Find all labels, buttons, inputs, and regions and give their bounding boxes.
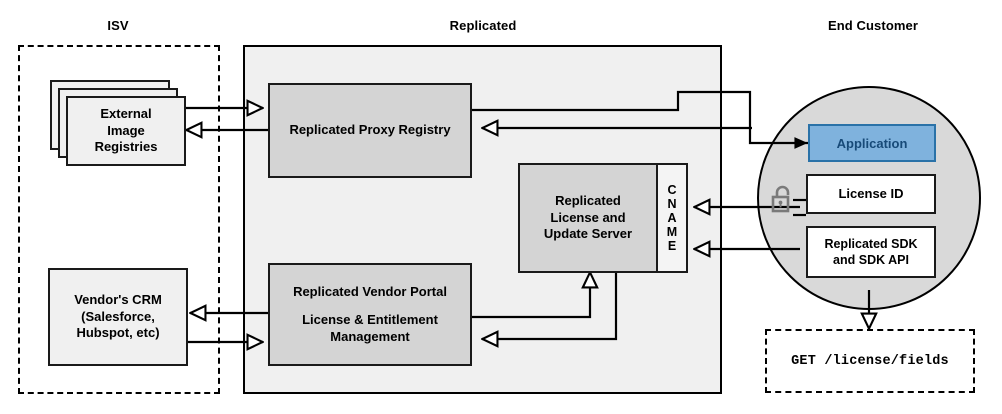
- vendors-crm-line-1: Vendor's CRM: [74, 292, 162, 308]
- external-image-registries-line-1: External: [100, 106, 152, 122]
- proxy-registry-label: Replicated Proxy Registry: [289, 122, 451, 138]
- license-id-label: License ID: [838, 185, 904, 201]
- license-server-line-3: Update Server: [543, 226, 633, 242]
- node-application[interactable]: Application: [808, 124, 936, 162]
- vendors-crm-line-2: (Salesforce,: [81, 308, 155, 324]
- vendor-portal-line-3: Management: [330, 328, 410, 344]
- license-server-line-2: License and: [550, 209, 626, 225]
- cname-letter-a: A: [667, 210, 677, 225]
- cname-letter-n: N: [667, 196, 677, 211]
- node-replicated-sdk[interactable]: Replicated SDK and SDK API: [806, 226, 936, 278]
- node-external-image-registries[interactable]: External Image Registries: [66, 96, 186, 166]
- application-label: Application: [836, 135, 908, 151]
- license-fields-request-text: GET /license/fields: [791, 353, 949, 369]
- replicated-sdk-line-1: Replicated SDK: [824, 237, 918, 251]
- node-license-id[interactable]: License ID: [806, 174, 936, 214]
- isv-boundary: [18, 45, 220, 394]
- external-image-registries-line-2: Image: [107, 122, 145, 138]
- external-image-registries-line-3: Registries: [94, 139, 158, 155]
- zone-label-isv: ISV: [107, 18, 129, 33]
- cname-letter-m: M: [666, 225, 678, 240]
- node-replicated-proxy-registry[interactable]: Replicated Proxy Registry: [268, 83, 472, 178]
- vendor-portal-title: Replicated Vendor Portal: [293, 283, 447, 299]
- license-server-line-1: Replicated: [555, 193, 621, 209]
- zone-label-end-customer: End Customer: [827, 18, 919, 33]
- zone-label-replicated: Replicated: [449, 18, 517, 33]
- cname-letter-e: E: [667, 239, 677, 254]
- vendor-portal-line-2: License & Entitlement: [302, 312, 438, 328]
- cname-sidebar[interactable]: C N A M E: [656, 163, 688, 273]
- license-fields-request-box[interactable]: GET /license/fields: [765, 329, 975, 393]
- node-replicated-license-and-update-server[interactable]: Replicated License and Update Server: [518, 163, 658, 273]
- vendors-crm-line-3: Hubspot, etc): [76, 325, 160, 341]
- node-vendors-crm[interactable]: Vendor's CRM (Salesforce, Hubspot, etc): [48, 268, 188, 366]
- node-replicated-vendor-portal[interactable]: Replicated Vendor Portal License & Entit…: [268, 263, 472, 366]
- replicated-sdk-line-2: and SDK API: [833, 253, 909, 267]
- cname-letter-c: C: [667, 182, 677, 197]
